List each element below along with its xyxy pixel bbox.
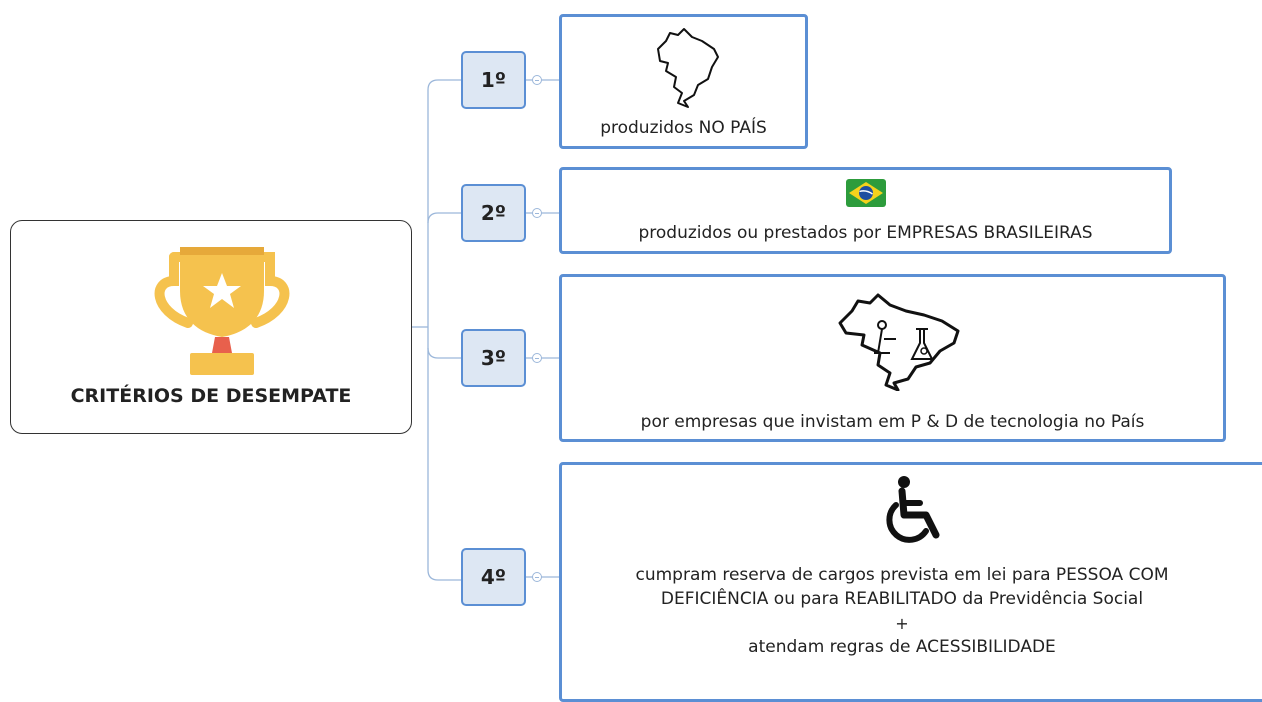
criterion-card-3[interactable]: por empresas que invistam em P & D de te… <box>559 274 1226 442</box>
branch-3-connector <box>427 347 461 359</box>
criterion-card-2[interactable]: produzidos ou prestados por EMPRESAS BRA… <box>559 167 1172 254</box>
criterion-text-4-line-1: cumpram reserva de cargos prevista em le… <box>635 565 1169 585</box>
brazil-map-icon <box>657 28 719 108</box>
criterion-text-2: produzidos ou prestados por EMPRESAS BRA… <box>638 223 1093 243</box>
criterion-text-4-line-3: atendam regras de ACESSIBILIDADE <box>748 637 1056 657</box>
trunk-connector <box>427 79 461 581</box>
rank-badge-3[interactable]: 3º <box>461 329 526 387</box>
collapse-toggle-4[interactable] <box>532 572 542 582</box>
criterion-text-1: produzidos NO PAÍS <box>600 118 767 138</box>
connector-lines <box>412 79 561 581</box>
branch-2-connector <box>427 212 461 224</box>
collapse-toggle-2[interactable] <box>532 208 542 218</box>
collapse-toggle-3[interactable] <box>532 353 542 363</box>
criterion-text-3: por empresas que invistam em P & D de te… <box>640 412 1145 432</box>
brazil-research-map-icon <box>838 293 960 391</box>
rank-badge-1[interactable]: 1º <box>461 51 526 109</box>
root-topic[interactable]: CRITÉRIOS DE DESEMPATE <box>10 220 412 434</box>
brazil-flag-icon <box>846 179 886 207</box>
root-title: CRITÉRIOS DE DESEMPATE <box>70 385 352 407</box>
collapse-toggle-1[interactable] <box>532 75 542 85</box>
rank-badge-4[interactable]: 4º <box>461 548 526 606</box>
criterion-text-4-plus: + <box>895 614 909 633</box>
wheelchair-icon <box>886 476 940 543</box>
rank-badge-2[interactable]: 2º <box>461 184 526 242</box>
trophy-icon <box>154 247 290 375</box>
criterion-card-4[interactable]: cumpram reserva de cargos prevista em le… <box>559 462 1262 702</box>
criterion-text-4-line-2: DEFICIÊNCIA ou para REABILITADO da Previ… <box>660 589 1144 609</box>
criterion-card-1[interactable]: produzidos NO PAÍS <box>559 14 808 149</box>
